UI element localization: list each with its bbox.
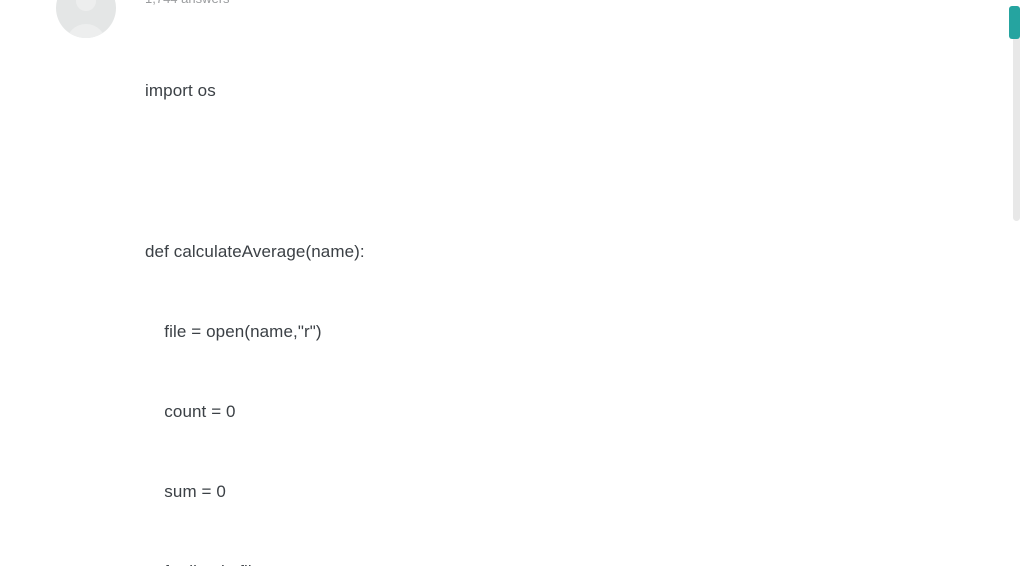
page-scrollbar-thumb[interactable] (1009, 6, 1020, 39)
code-line (145, 159, 965, 186)
avatar-body-shape (66, 24, 106, 38)
avatar-image-placeholder (56, 0, 116, 38)
answer-post: 1,744 answers import os def calculateAve… (56, 0, 965, 566)
code-line: import os (145, 81, 216, 101)
avatar-head-shape (76, 0, 96, 12)
code-line: for line in file: (145, 559, 965, 566)
answer-count-label: 1,744 answers (145, 0, 230, 7)
code-line: file = open(name,"r") (145, 321, 322, 341)
avatar[interactable] (56, 0, 116, 38)
code-line: sum = 0 (145, 481, 226, 501)
page-scrollbar-track[interactable] (1013, 6, 1020, 221)
answer-code-block: import os def calculateAverage(name): fi… (145, 25, 965, 566)
code-line: def calculateAverage(name): (145, 241, 365, 261)
code-line: count = 0 (145, 401, 236, 421)
